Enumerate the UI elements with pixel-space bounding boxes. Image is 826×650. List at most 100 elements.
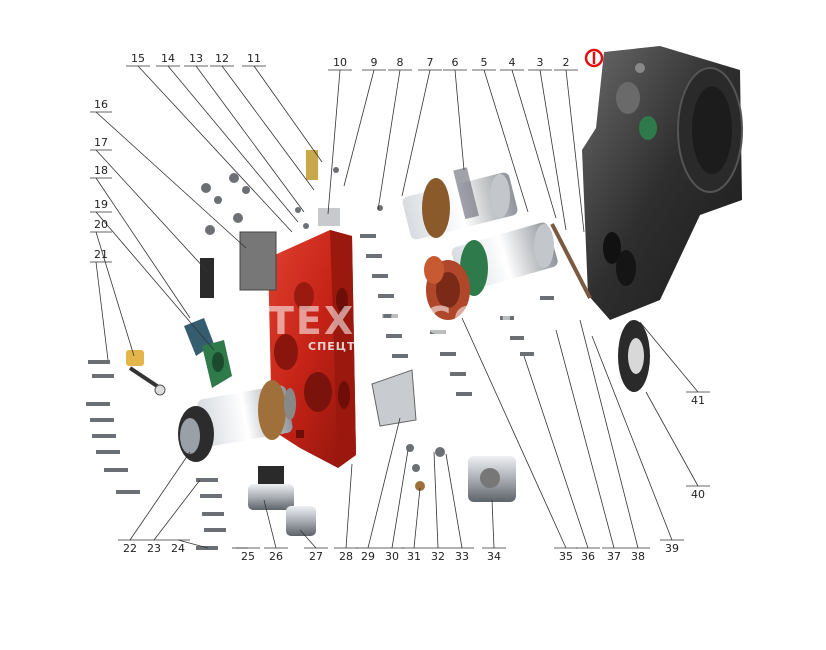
part-label-23: 23 — [147, 542, 161, 555]
part-leader-24 — [177, 539, 209, 549]
part-label-25: 25 — [241, 550, 255, 563]
svg-text:СПЕЦТЕХ: СПЕЦТЕХ — [308, 340, 374, 353]
part-leader-26 — [263, 499, 277, 549]
part-label-37: 37 — [607, 550, 621, 563]
part-leader-10 — [327, 69, 341, 215]
part-label-4: 4 — [509, 56, 516, 69]
part-label-5: 5 — [481, 56, 488, 69]
part-leader-6 — [454, 69, 465, 171]
part-label-31: 31 — [407, 550, 421, 563]
part-leader-23 — [153, 479, 201, 541]
part-leader-5 — [483, 69, 529, 213]
part-label-32: 32 — [431, 550, 445, 563]
input-gear-shaft — [178, 380, 296, 462]
part-leader-4 — [511, 69, 557, 219]
part-label-33: 33 — [455, 550, 469, 563]
part-leader-16 — [95, 111, 247, 249]
part-leader-35 — [461, 317, 567, 549]
part-label-19: 19 — [94, 198, 108, 211]
part-label-20: 20 — [94, 218, 108, 231]
part-leader-3 — [539, 69, 567, 231]
part-label-29: 29 — [361, 550, 375, 563]
part-leader-32 — [433, 451, 439, 549]
lever-arm — [126, 350, 166, 396]
small-bracket — [200, 258, 214, 298]
part-label-15: 15 — [131, 52, 145, 65]
part-leader-12 — [221, 65, 315, 191]
part-label-41: 41 — [691, 394, 705, 407]
part-label-35: 35 — [559, 550, 573, 563]
part-leader-18 — [95, 177, 191, 319]
bolt-set — [86, 150, 554, 550]
part-leader-36 — [523, 355, 589, 549]
part-leader-34 — [491, 499, 495, 549]
part-label-3: 3 — [537, 56, 544, 69]
watermark: ТЕХНОСОФТ СПЕЦТЕХ — [268, 299, 555, 353]
part-label-18: 18 — [94, 164, 108, 177]
part-label-2: 2 — [563, 56, 570, 69]
part-leader-33 — [445, 453, 463, 549]
part-leader-11 — [253, 65, 323, 163]
gear-shaft-lower — [451, 222, 558, 296]
part-leader-22 — [129, 451, 191, 541]
part-label-6: 6 — [452, 56, 459, 69]
highlight-circle-marker — [584, 48, 604, 68]
part-leader-2 — [565, 69, 585, 233]
plate-16 — [239, 231, 277, 291]
gear-shaft-upper — [402, 167, 518, 240]
part-label-27: 27 — [309, 550, 323, 563]
part-label-24: 24 — [171, 542, 185, 555]
end-disc — [618, 320, 650, 392]
part-leader-8 — [377, 69, 401, 211]
part-leader-30 — [391, 449, 409, 549]
part-leader-29 — [367, 417, 401, 549]
part-label-11: 11 — [247, 52, 261, 65]
part-label-13: 13 — [189, 52, 203, 65]
part-label-12: 12 — [215, 52, 229, 65]
bronze-gear-cluster — [424, 256, 470, 320]
dark-housing-cover — [582, 46, 743, 320]
part-leader-19 — [95, 211, 215, 351]
svg-text:ТЕХНОСОФТ: ТЕХНОСОФТ — [268, 299, 555, 343]
push-rod — [550, 223, 592, 299]
part-label-10: 10 — [333, 56, 347, 69]
part-label-28: 28 — [339, 550, 353, 563]
part-label-38: 38 — [631, 550, 645, 563]
part-leader-41 — [639, 321, 699, 393]
part-leader-38 — [579, 319, 639, 549]
part-label-21: 21 — [94, 248, 108, 261]
part-label-17: 17 — [94, 136, 108, 149]
part-leader-28 — [345, 463, 353, 549]
part-leader-14 — [167, 65, 299, 223]
part-label-7: 7 — [427, 56, 434, 69]
part-label-22: 22 — [123, 542, 137, 555]
part-leader-15 — [137, 65, 293, 233]
part-leader-37 — [555, 329, 615, 549]
part-leader-13 — [195, 65, 305, 213]
part-label-34: 34 — [487, 550, 501, 563]
part-label-26: 26 — [269, 550, 283, 563]
part-leader-31 — [413, 487, 421, 549]
part-label-14: 14 — [161, 52, 175, 65]
part-leader-27 — [299, 529, 317, 549]
pump-assembly — [468, 456, 516, 502]
part-leader-17 — [95, 149, 207, 271]
part-leader-7 — [401, 69, 431, 197]
part-leader-21 — [95, 261, 109, 361]
solenoid-valve — [248, 466, 316, 536]
part-leader-40 — [645, 391, 699, 487]
part-leader-20 — [95, 231, 135, 357]
part-label-16: 16 — [94, 98, 108, 111]
part-leader-39 — [591, 335, 673, 541]
green-bearing-blocks — [184, 318, 232, 388]
part-label-39: 39 — [665, 542, 679, 555]
part-label-9: 9 — [371, 56, 378, 69]
part-label-40: 40 — [691, 488, 705, 501]
part-label-36: 36 — [581, 550, 595, 563]
part-label-30: 30 — [385, 550, 399, 563]
mount-bracket — [371, 369, 417, 427]
part-label-8: 8 — [397, 56, 404, 69]
part-leader-9 — [343, 69, 375, 187]
